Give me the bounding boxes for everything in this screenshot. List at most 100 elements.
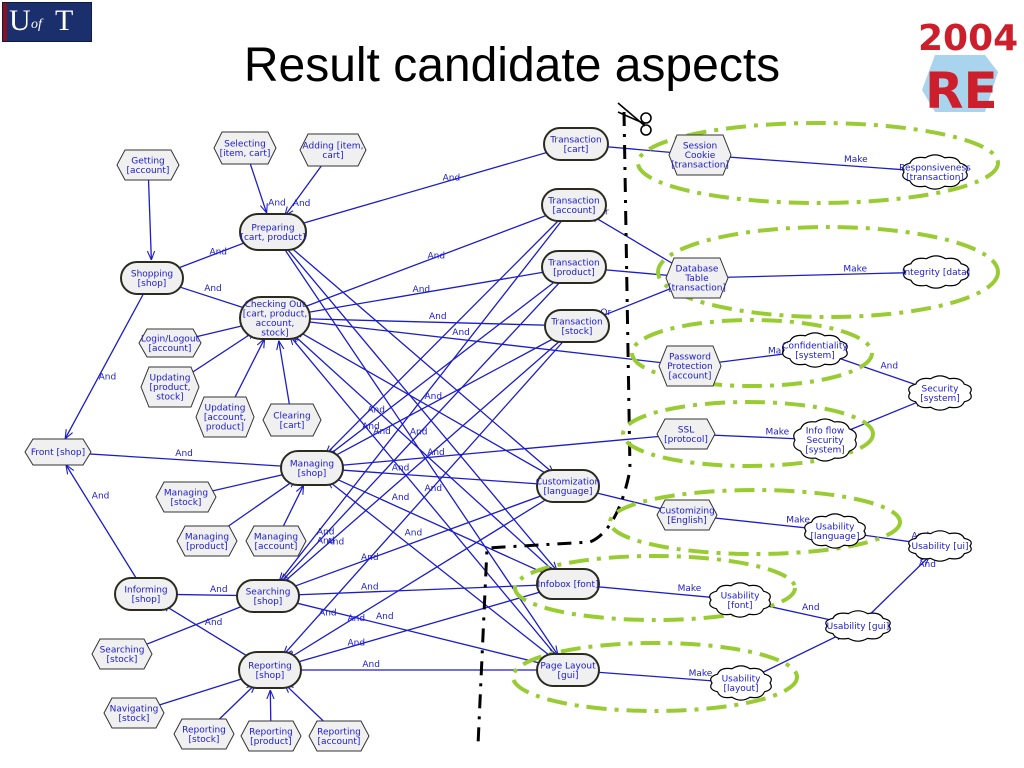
- node-label-line: [stock]: [119, 714, 150, 724]
- node-reporting[interactable]: Reporting[shop]: [238, 651, 302, 689]
- node-customizing-english[interactable]: Customizing[English]: [656, 499, 718, 531]
- goal-oval-shape: [544, 309, 610, 343]
- node-managing[interactable]: Managing[shop]: [280, 450, 344, 486]
- goal-oval-shape: [536, 653, 600, 687]
- node-clearing[interactable]: Clearing[cart]: [262, 403, 322, 437]
- node-label-line: [language]: [544, 487, 593, 497]
- node-label-line: Managing: [254, 532, 298, 542]
- edge-label-make: Make: [765, 427, 789, 437]
- node-confidentiality[interactable]: Confidentiality[system]: [782, 332, 848, 368]
- goal-oval-shape: [114, 577, 178, 611]
- edge-label-and: And: [361, 582, 379, 592]
- node-managing-product[interactable]: Managing[product]: [176, 525, 238, 557]
- node-label-line: [cart]: [280, 421, 305, 431]
- node-front[interactable]: Front [shop]: [24, 438, 92, 466]
- node-reporting-account[interactable]: Reporting[account]: [308, 720, 370, 752]
- node-label-line: [shop]: [298, 469, 327, 479]
- aspect-highlight-oval: [621, 400, 875, 468]
- node-label-line: [transaction]: [671, 161, 729, 171]
- node-label-line: cart]: [322, 151, 343, 161]
- node-label-line: Database: [676, 265, 719, 275]
- edge-password_protection-to-checking_out: [298, 321, 691, 367]
- node-label-line: [account]: [553, 206, 596, 216]
- node-label-line: SSL: [678, 425, 694, 435]
- node-label-line: Preparing: [251, 223, 294, 233]
- cut-line: [476, 111, 632, 746]
- node-label-line: Usability: [721, 591, 761, 601]
- node-tx-stock[interactable]: Transaction[stock]: [544, 309, 610, 343]
- node-label-line: [product]: [553, 268, 595, 278]
- node-tx-account[interactable]: Transaction[account]: [541, 188, 607, 222]
- edge-label-and: And: [392, 463, 410, 473]
- node-usability-gui[interactable]: Usability [gui]: [825, 610, 891, 642]
- node-managing-account[interactable]: Managing[account]: [245, 525, 307, 557]
- candidate-aspect-highlights: [511, 121, 1000, 713]
- edge-label-and: And: [210, 585, 228, 595]
- node-usability-font[interactable]: Usability[font]: [709, 582, 771, 618]
- node-selecting[interactable]: Selecting[item, cart]: [213, 131, 277, 165]
- softgoal-cloud-shape: [793, 418, 857, 462]
- edge-label-and: And: [209, 247, 227, 257]
- node-integrity[interactable]: Integrity [data]: [902, 255, 970, 289]
- node-searching[interactable]: Searching[shop]: [236, 579, 300, 613]
- node-login-logout[interactable]: Login/Logout[account]: [138, 328, 202, 358]
- edge-tx_stock-to-managing: [329, 325, 578, 459]
- node-label-line: Usability [ui]: [912, 542, 969, 552]
- node-label-line: [shop]: [132, 595, 161, 605]
- node-usability-language[interactable]: Usability[language]: [804, 513, 866, 549]
- node-label-line: [product]: [186, 542, 228, 552]
- node-adding[interactable]: Adding [item,cart]: [299, 133, 367, 167]
- node-updating-apr[interactable]: Updating[account,product]: [195, 396, 255, 438]
- node-label-line: Transaction: [547, 258, 600, 268]
- edge-label-or: Or: [600, 308, 611, 318]
- node-responsiveness[interactable]: Responsiveness[transaction]: [899, 154, 971, 190]
- node-tx-product[interactable]: Transaction[product]: [541, 250, 607, 284]
- node-managing-stock[interactable]: Managing[stock]: [155, 481, 217, 513]
- node-checking-out[interactable]: Checking Out[cart, product,account,stock…: [239, 296, 311, 340]
- node-label-line: Selecting: [224, 139, 266, 149]
- node-label-line: Reporting: [249, 727, 293, 737]
- node-usability-ui[interactable]: Usability [ui]: [908, 530, 972, 562]
- node-label-line: [account,: [204, 413, 246, 423]
- node-informing[interactable]: Informing[shop]: [114, 577, 178, 611]
- task-hex-shape: [173, 718, 235, 750]
- node-label-line: [stock]: [189, 735, 220, 745]
- task-hex-shape: [213, 131, 277, 165]
- node-reporting-product[interactable]: Reporting[product]: [240, 720, 302, 752]
- node-tx-cart[interactable]: Transaction[cart]: [543, 127, 609, 161]
- node-navigating[interactable]: Navigating[stock]: [103, 697, 165, 729]
- edge-label-and: And: [802, 603, 820, 613]
- node-page-layout[interactable]: Page Layout[gui]: [536, 653, 600, 687]
- node-label-line: Session: [683, 142, 717, 152]
- goal-oval-shape: [541, 188, 607, 222]
- node-shopping[interactable]: Shopping[shop]: [120, 261, 184, 295]
- task-hex-shape: [155, 481, 217, 513]
- node-getting-account[interactable]: Getting[account]: [116, 149, 180, 181]
- node-label-line: Table: [684, 274, 709, 284]
- node-reporting-stock[interactable]: Reporting[stock]: [173, 718, 235, 750]
- node-customization[interactable]: Customization[language]: [536, 469, 600, 503]
- node-infobox[interactable]: Infobox [font]: [536, 568, 600, 600]
- node-preparing[interactable]: Preparing[cart, product]: [239, 213, 307, 251]
- node-label-line: Reporting: [248, 661, 292, 671]
- task-hex-shape: [91, 638, 153, 670]
- node-label-line: Getting: [131, 156, 165, 166]
- node-label-line: Info flow: [806, 427, 844, 437]
- node-usability-layout[interactable]: Usability[layout]: [710, 665, 772, 701]
- task-hex-shape: [245, 525, 307, 557]
- softgoal-cloud-shape: [902, 154, 968, 190]
- node-ssl[interactable]: SSL[protocol]: [656, 418, 716, 450]
- node-label-line: [layout]: [723, 684, 758, 694]
- page-title: Result candidate aspects: [243, 39, 781, 92]
- goal-oval-shape: [120, 261, 184, 295]
- node-searching-stock[interactable]: Searching[stock]: [91, 638, 153, 670]
- edge-label-and: And: [92, 492, 110, 502]
- node-updating-ps[interactable]: Updating[product,stock]: [140, 366, 200, 408]
- node-security[interactable]: Security[system]: [908, 375, 972, 411]
- edge-getting_account-to-shopping: [148, 164, 151, 260]
- edge-label-and: And: [392, 493, 410, 503]
